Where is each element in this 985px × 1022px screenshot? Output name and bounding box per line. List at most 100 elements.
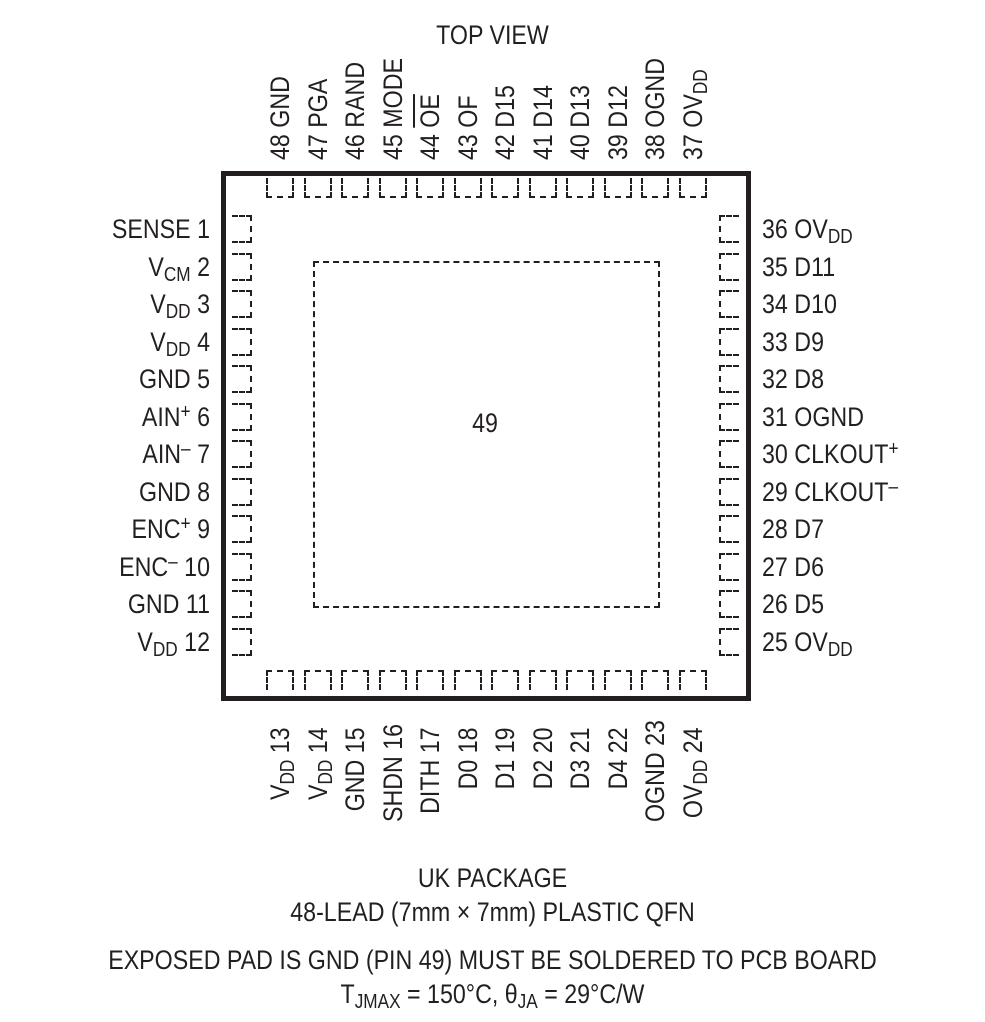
pin-label-44: 44 OE <box>415 94 445 160</box>
pin-number: 8 <box>197 476 210 507</box>
pad-pin-6 <box>232 402 252 431</box>
exposed-pad <box>313 261 660 608</box>
diagram-title: TOP VIEW <box>436 20 549 50</box>
pin-name: OE <box>415 94 445 128</box>
pad-pin-45 <box>378 178 407 198</box>
pin-label-16: SHDN 16 <box>377 723 408 822</box>
pin-name: DITH <box>415 759 445 814</box>
tj-value: = 150°C, <box>400 979 505 1009</box>
pad-pin-14 <box>303 670 332 690</box>
pin-name: D12 <box>602 85 633 128</box>
pin-label-21: D3 21 <box>565 727 595 822</box>
pin-label-18: D0 18 <box>453 727 483 822</box>
pin-number: 3 <box>197 289 210 319</box>
pad-pin-10 <box>232 552 252 581</box>
pin-number: 47 <box>302 134 333 160</box>
pad-pin-18 <box>453 670 482 690</box>
pin-label-9: ENC+ 9 <box>38 514 210 544</box>
pin-label-42: 42 D15 <box>490 85 520 160</box>
pin-label-38: 38 OGND <box>640 58 670 160</box>
pin-name: D0 <box>452 759 483 790</box>
pin-number: 18 <box>452 727 483 754</box>
pin-number: 30 <box>762 439 788 469</box>
pad-pin-44 <box>416 178 444 198</box>
pin-number: 46 <box>340 134 370 160</box>
pin-number: 37 <box>677 134 708 160</box>
thermal-spec: TJMAX = 150°C, θJA = 29°C/W <box>69 978 916 1012</box>
pad-pin-11 <box>232 590 252 618</box>
pin-number: 33 <box>762 326 788 357</box>
pad-pin-13 <box>266 670 294 690</box>
pin-label-15: GND 15 <box>340 727 370 822</box>
pin-label-32: 32 D8 <box>762 364 934 394</box>
pin-label-41: 41 D14 <box>528 85 558 160</box>
pin-number: 15 <box>340 727 370 754</box>
exposed-pad-note: EXPOSED PAD IS GND (PIN 49) MUST BE SOLD… <box>108 945 877 975</box>
pad-pin-38 <box>641 178 669 198</box>
pin-number: 16 <box>377 723 408 750</box>
pad-pin-41 <box>528 178 557 198</box>
pin-name: D7 <box>794 514 824 544</box>
pin-name-superscript: – <box>168 550 178 573</box>
pin-name-subscript: DD <box>152 638 178 661</box>
pin-name: CLKOUT <box>794 439 889 469</box>
pin-label-39: 39 D12 <box>603 85 633 160</box>
pin-name: D15 <box>490 85 520 128</box>
pin-number: 2 <box>197 251 210 282</box>
theta-symbol: θ <box>504 979 518 1009</box>
pin-label-19: D1 19 <box>490 727 520 822</box>
pin-name: V <box>148 251 164 282</box>
pad-pin-42 <box>491 178 519 198</box>
pin-label-22: D4 22 <box>603 727 633 822</box>
pin-name: GND <box>265 76 295 128</box>
pin-number: 14 <box>302 727 333 754</box>
pin-name: D10 <box>794 289 837 319</box>
pin-number: 45 <box>377 134 408 160</box>
pin-label-5: GND 5 <box>38 364 210 394</box>
pin-label-20: D2 20 <box>528 727 558 822</box>
pin-label-10: ENC– 10 <box>38 552 210 582</box>
pin-name: ENC <box>119 551 169 582</box>
pin-name: V <box>265 784 295 801</box>
pin-number: 38 <box>640 134 670 160</box>
pad-pin-37 <box>678 178 707 198</box>
pin-label-6: AIN+ 6 <box>38 402 210 432</box>
pad-pin-22 <box>603 670 632 690</box>
pin-name: OGND <box>794 401 864 432</box>
pad-pin-47 <box>303 178 332 198</box>
pin-name: D9 <box>794 326 824 357</box>
theta-value: = 29°C/W <box>537 979 645 1009</box>
pin-name: CLKOUT <box>794 476 889 507</box>
pin-name: D2 <box>527 759 558 790</box>
pad-pin-26 <box>719 590 739 618</box>
pin-name-subscript: DD <box>314 759 337 785</box>
pin-name: D5 <box>794 589 824 619</box>
pin-name-subscript: DD <box>165 338 191 361</box>
pin-label-14: VDD 14 <box>302 727 337 822</box>
pin-number: 32 <box>762 364 788 394</box>
pin-number: 10 <box>184 551 210 582</box>
package-name: UK PACKAGE <box>417 863 568 893</box>
pin-name-superscript: + <box>180 513 191 535</box>
pad-pin-32 <box>719 365 739 393</box>
pin-label-24: OVDD 24 <box>678 727 712 822</box>
pin-label-27: 27 D6 <box>762 552 934 582</box>
pin-name: D3 <box>565 759 595 790</box>
pin-name: AIN <box>142 439 182 469</box>
pin-name: RAND <box>340 61 370 128</box>
pin-name: D11 <box>794 251 836 282</box>
pin-label-1: SENSE 1 <box>38 214 210 244</box>
pad-pin-12 <box>232 627 252 656</box>
pin-number: 13 <box>265 727 295 754</box>
pin-name: SENSE <box>111 214 191 244</box>
pin-number: 12 <box>184 626 210 657</box>
pin-label-29: 29 CLKOUT– <box>762 477 934 507</box>
pad-pin-23 <box>641 670 669 690</box>
pin-number: 36 <box>762 214 788 244</box>
tj-symbol: T <box>340 979 355 1009</box>
pin-label-17: DITH 17 <box>415 727 445 822</box>
pad-pin-16 <box>378 670 407 690</box>
pin-name: D14 <box>527 85 558 128</box>
pin-number: 6 <box>197 401 210 432</box>
pin-name: GND <box>139 364 191 394</box>
